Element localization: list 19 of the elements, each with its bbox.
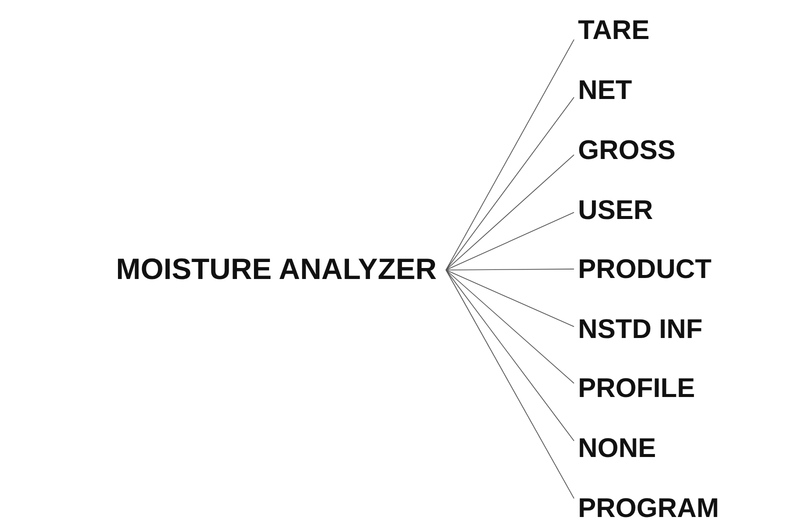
connector-line — [446, 268, 574, 270]
connector-line — [446, 154, 574, 270]
branch-label: GROSS — [574, 133, 684, 167]
connector-line — [446, 96, 574, 270]
branch-label: PROFILE — [574, 371, 744, 405]
connector-line — [446, 270, 574, 384]
branch-label: PROGRAM — [574, 491, 804, 525]
connector-line — [446, 270, 574, 499]
branch-label: NET — [574, 73, 684, 107]
connector-line — [446, 39, 574, 270]
connector-line — [446, 270, 574, 328]
connector-line — [446, 270, 574, 442]
branch-label: NSTD INF — [574, 312, 744, 346]
branch-label: NONE — [574, 431, 684, 465]
root-label: MOISTURE ANALYZER — [116, 253, 446, 287]
branch-label: USER — [574, 193, 684, 227]
branch-label: PRODUCT — [574, 252, 744, 286]
branch-label: TARE — [574, 13, 684, 47]
connector-line — [446, 212, 574, 270]
